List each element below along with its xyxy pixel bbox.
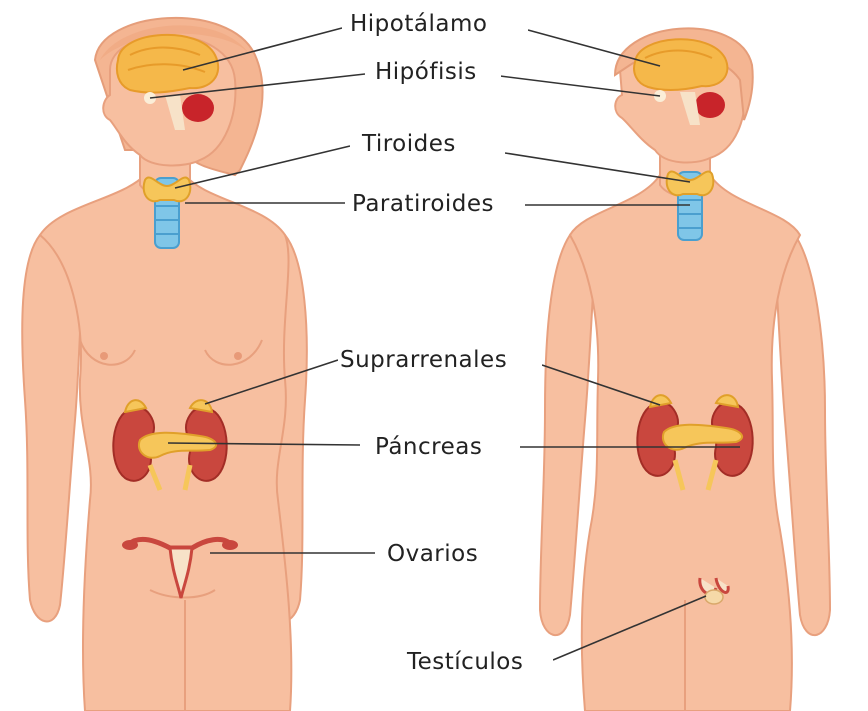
label-hipofisis: Hipófisis: [375, 59, 477, 85]
female-cerebellum-icon: [182, 94, 214, 122]
label-testiculos: Testículos: [406, 649, 523, 675]
label-tiroides: Tiroides: [361, 131, 456, 157]
male-cerebellum-icon: [695, 92, 725, 118]
label-ovarios: Ovarios: [387, 541, 478, 567]
label-paratiroides: Paratiroides: [352, 191, 494, 217]
label-pancreas: Páncreas: [375, 434, 482, 460]
female-left-nipple: [100, 352, 108, 360]
male-brain-icon: [634, 39, 727, 90]
female-right-nipple: [234, 352, 242, 360]
label-hipotalamo: Hipotálamo: [350, 11, 487, 37]
label-suprarrenales: Suprarrenales: [340, 347, 507, 373]
